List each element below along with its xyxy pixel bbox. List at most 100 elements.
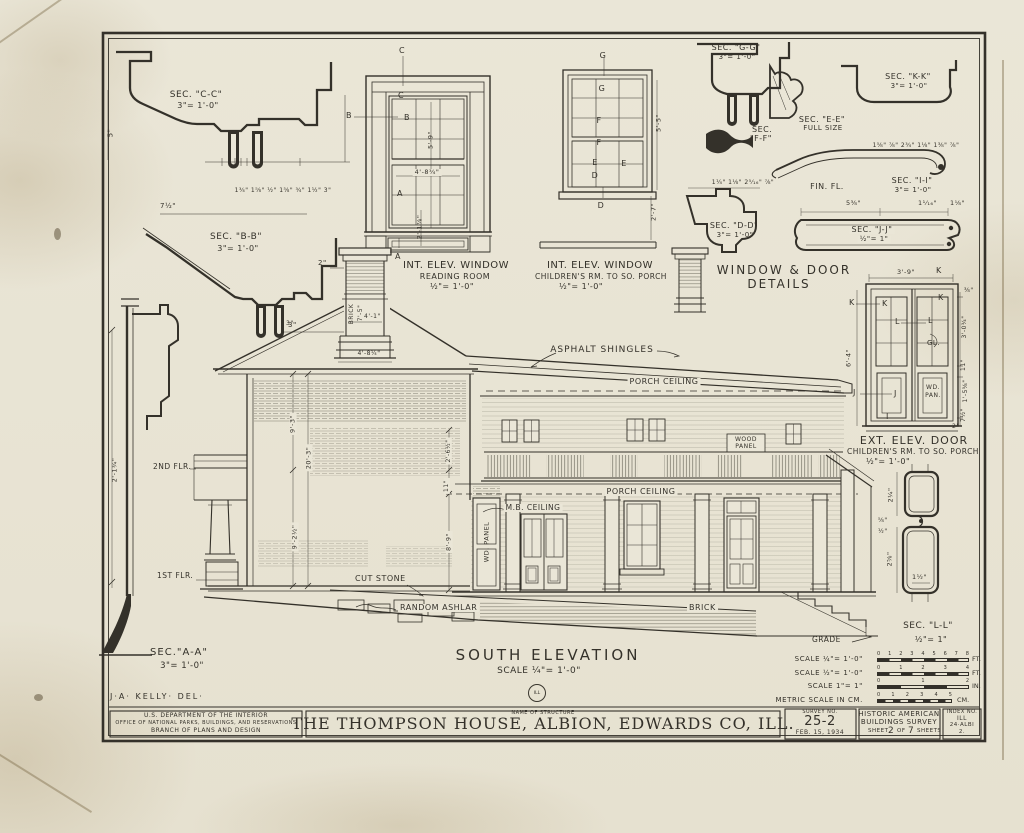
delineator-credit: J·A· KELLY· DEL·: [110, 692, 204, 701]
scale-bar: [877, 685, 969, 689]
dim-label: 2¼": [886, 487, 895, 503]
material-label-brick: BRICK: [687, 603, 718, 613]
dim-label: 2'-1¾": [110, 457, 119, 483]
scale-number: 3: [910, 651, 914, 657]
sec-bb-profile: [132, 213, 345, 430]
sec-dd-title: SEC. "D-D": [709, 221, 759, 230]
mark-letter: G: [599, 51, 607, 60]
dim-label: 2": [952, 423, 960, 430]
dim-label: 1⅝" ⅞" 2¾" 1⅛" 1⅜" ⅞": [872, 142, 960, 149]
sec-kk-scale: 3"= 1'-0": [890, 82, 928, 90]
sec-ff-title: SEC.: [752, 125, 773, 134]
window-reading-title: INT. ELEV. WINDOW: [402, 260, 510, 271]
mark-letter: F: [596, 138, 602, 147]
sec-ee-title: SEC. "E-E": [798, 115, 846, 124]
scale-number: 0: [877, 692, 881, 698]
dim-label: 2'-7": [649, 203, 658, 221]
elevation-title: SOUTH ELEVATION: [455, 646, 641, 664]
scale-number: 1: [899, 665, 903, 671]
door-sub: CHILDREN'S RM. TO SO. PORCH: [847, 447, 979, 456]
sec-bb-scale: 3"= 1'-0": [217, 244, 259, 253]
mark-letter: K: [938, 293, 944, 302]
south-elevation-drawing: [190, 247, 878, 643]
mb-ceiling-label: M.B. CEILING: [503, 503, 563, 512]
mark-letter: J: [853, 388, 856, 397]
mark-letter: B: [404, 113, 410, 122]
mark-letter: B: [346, 111, 352, 120]
sec-ff-title: "F-F": [750, 134, 772, 143]
sec-jj-scale: ½"= 1": [857, 235, 891, 244]
of-word: OF: [897, 728, 906, 734]
dim-label: 7½": [959, 408, 967, 422]
sec-cc-profile: [107, 50, 350, 169]
dim-label: ⅝": [878, 517, 888, 524]
mark-letter: A: [397, 189, 403, 198]
sheet-border: [101, 31, 987, 743]
mark-letter: L: [895, 317, 900, 326]
window-children-sub: CHILDREN'S RM. TO SO. PORCH: [535, 272, 667, 281]
grade-label: GRADE: [812, 635, 841, 644]
fin-fl-label: FIN. FL.: [810, 182, 844, 191]
habs-line: HISTORIC AMERICAN: [858, 710, 940, 718]
scale-number: 3: [943, 665, 947, 671]
dim-label: 20'-3": [304, 444, 313, 472]
sec-dd-scale: 3"= 1'-0": [716, 231, 754, 239]
panel-label: WD.: [926, 384, 940, 391]
mark-letter: J: [894, 389, 897, 398]
scale-number: 6: [943, 651, 947, 657]
dim-label: 2'-1⅞": [415, 214, 424, 240]
mark-letter: D: [597, 201, 605, 210]
sheet-number: 2: [888, 726, 895, 736]
window-children-title: INT. ELEV. WINDOW: [546, 260, 654, 271]
survey-no-value: 25-2: [804, 714, 836, 729]
dim-label: ½": [878, 528, 888, 535]
scale-number: 7: [954, 651, 958, 657]
scale-number: 1: [891, 692, 895, 698]
scale-number: 2: [921, 665, 925, 671]
mark-letter: F: [596, 116, 602, 125]
door-title: EXT. ELEV. DOOR: [859, 434, 969, 447]
index-value: ILL: [957, 715, 967, 722]
mark-letter: I: [886, 412, 889, 421]
door-scale: ½"= 1'-0": [866, 457, 911, 466]
scale-number: 4: [965, 665, 969, 671]
sec-cc-title: SEC. "C-C": [169, 90, 223, 100]
sec-kk-title: SEC. "K-K": [885, 72, 931, 81]
stamp-text: ILL: [533, 690, 541, 696]
dim-label: 3": [288, 321, 297, 329]
agency-line: BRANCH OF PLANS AND DESIGN: [151, 727, 261, 734]
scale-number: 4: [934, 692, 938, 698]
index-value: 2.: [958, 729, 966, 735]
paper-stain: [34, 694, 43, 701]
scale-number: 1: [888, 651, 892, 657]
details-heading: WINDOW & DOOR: [716, 263, 852, 277]
scale-number: 1: [921, 678, 925, 684]
sec-aa-title: SEC."A-A": [150, 647, 208, 658]
survey-stamp: ILL: [528, 684, 546, 702]
scale-bar-label: SCALE ¼"= 1'-0": [794, 655, 863, 663]
mark-letter: E: [592, 158, 598, 167]
mark-letter: K: [936, 266, 942, 275]
window-reading-drawing: [354, 56, 492, 253]
agency-line: OFFICE OF NATIONAL PARKS, BUILDINGS, AND…: [115, 720, 297, 726]
sec-cc-dims: 1¾" 1⅝" ½" 1⅝" ¾" 1½" 3": [234, 187, 332, 194]
dim-label: 9'-2½": [290, 522, 299, 552]
mark-letter: E: [621, 159, 627, 168]
structure-name: THE THOMPSON HOUSE, ALBION, EDWARDS CO, …: [291, 714, 795, 733]
sheets-word: SHEETS: [917, 728, 942, 734]
dim-label: 7½": [160, 202, 176, 210]
floor-label-2nd: 2ND FLR.: [153, 462, 192, 471]
sec-gg-scale: 3"= 1'-0": [718, 53, 756, 61]
material-label-cutstone: CUT STONE: [355, 574, 406, 583]
scale-bar-unit: IN.: [972, 682, 981, 690]
scale-number: 2: [905, 692, 909, 698]
index-value: 24·ALBI: [949, 722, 975, 728]
scale-number: 3: [920, 692, 924, 698]
agency-line: U.S. DEPARTMENT OF THE INTERIOR: [143, 712, 269, 719]
mark-letter: D: [591, 171, 599, 180]
dim-label: ⅜": [964, 287, 974, 294]
window-children-drawing: [539, 58, 658, 249]
